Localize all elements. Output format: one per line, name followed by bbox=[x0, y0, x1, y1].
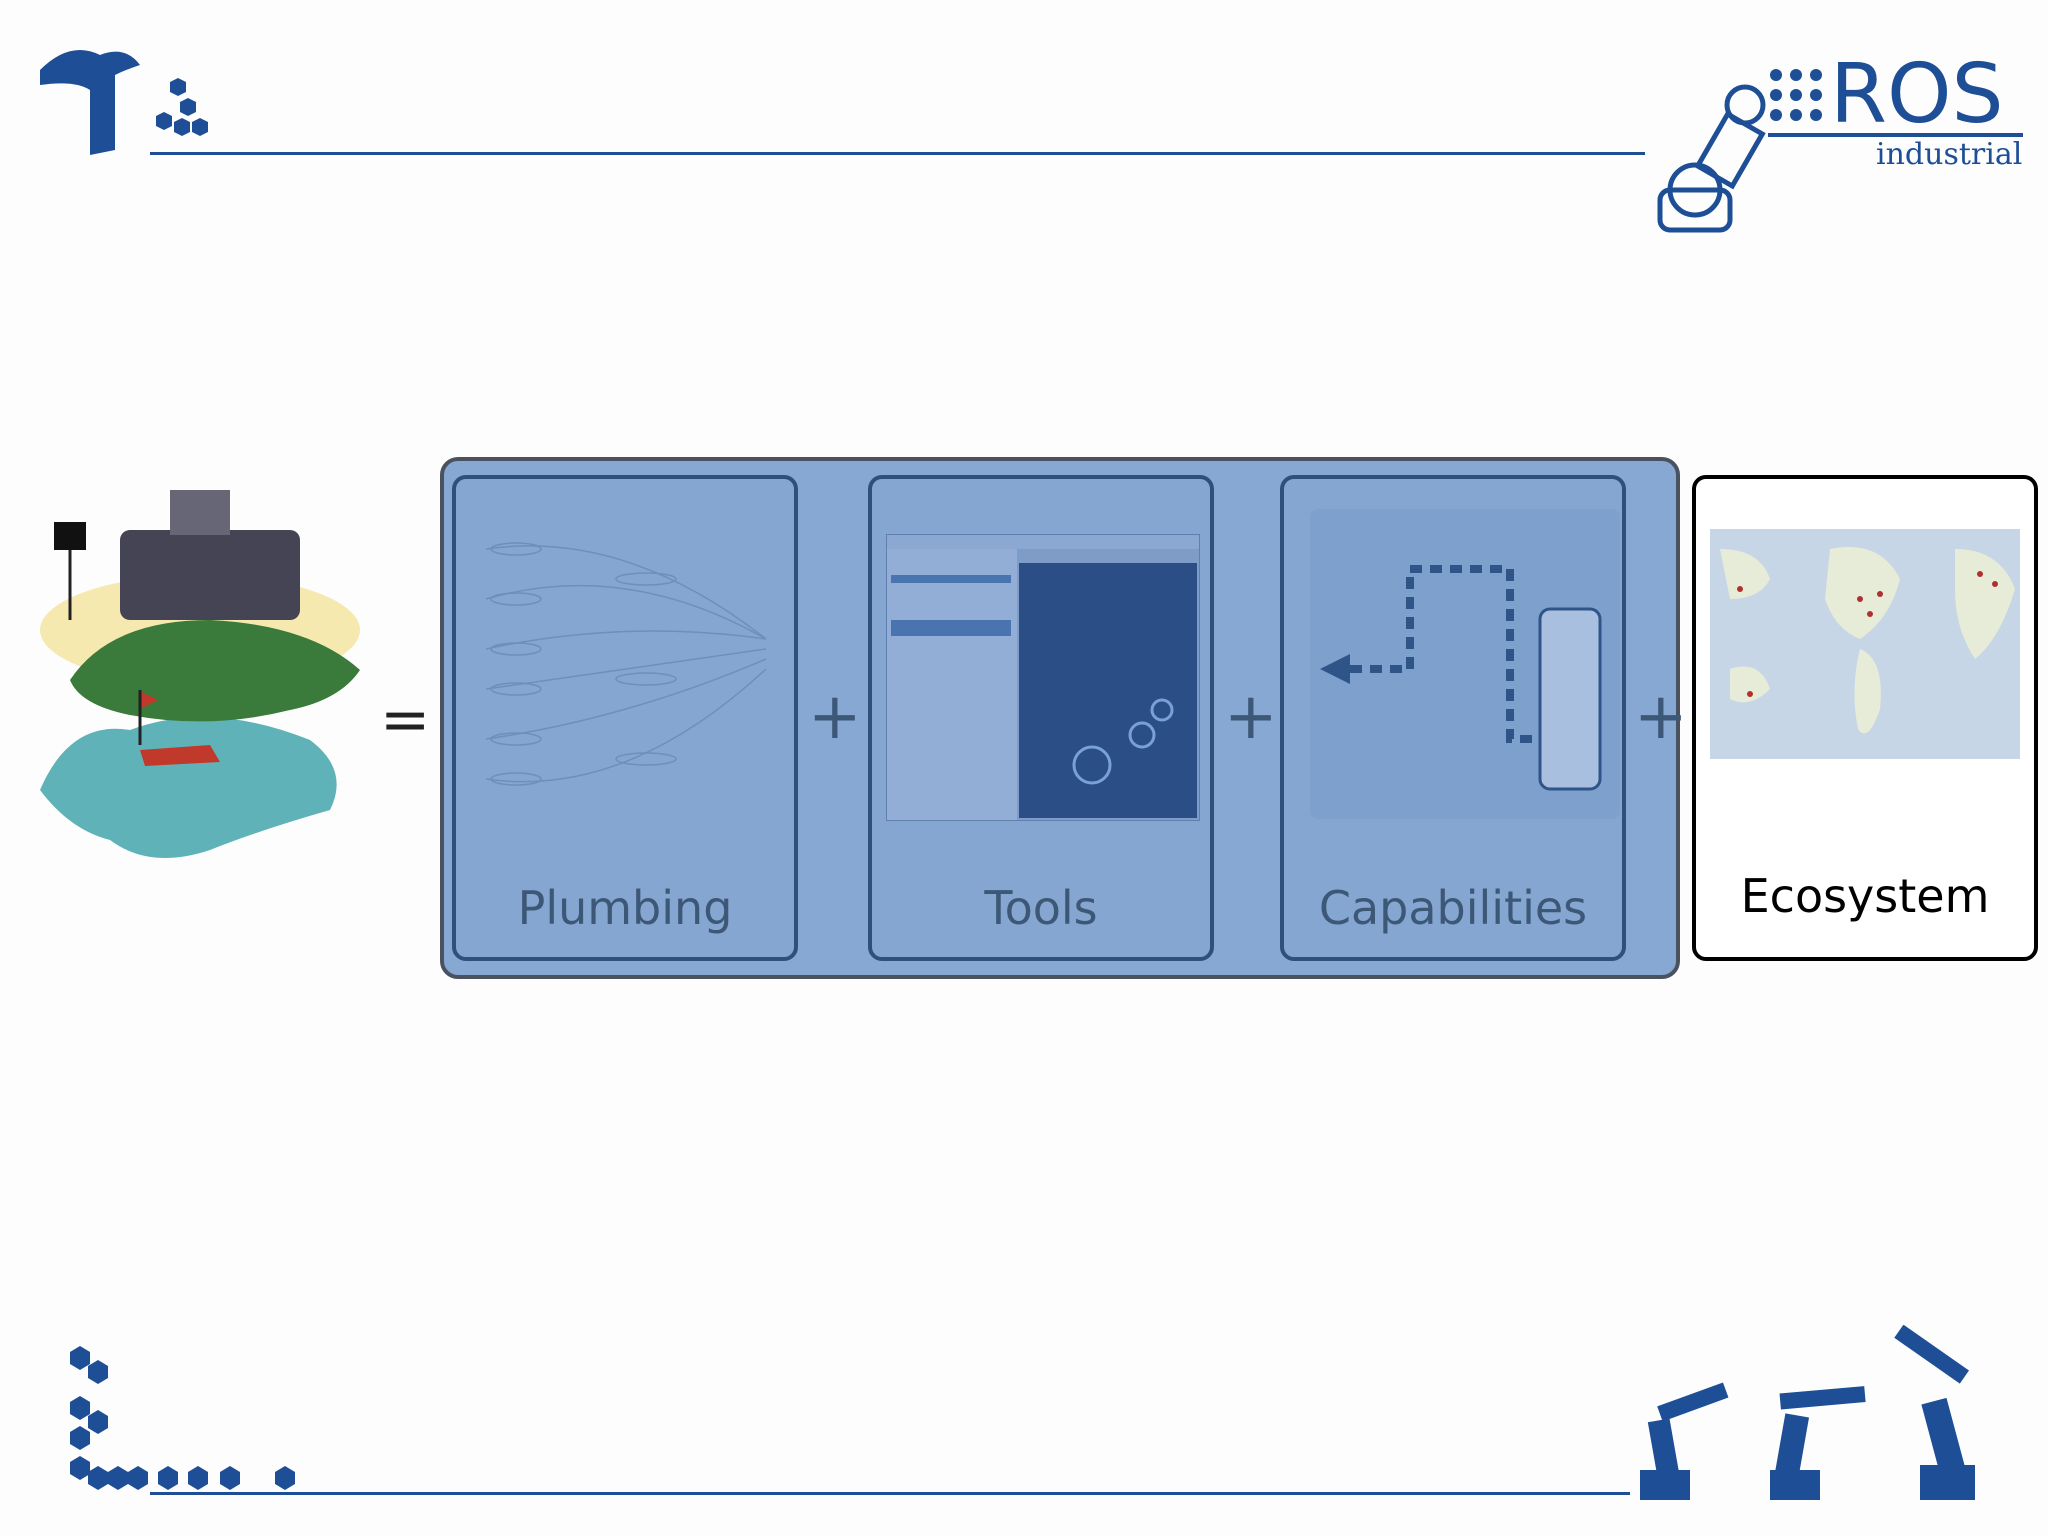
plus-sign-3: + bbox=[1634, 680, 1688, 754]
ros-turtle-illustration bbox=[40, 490, 360, 858]
robot-navigation-image bbox=[1310, 509, 1620, 819]
robot-arm-icon bbox=[1657, 84, 1766, 233]
rviz-screenshot-image bbox=[886, 534, 1200, 821]
capabilities-label: Capabilities bbox=[1318, 881, 1588, 935]
ros-dots-icon bbox=[1768, 65, 1838, 125]
plumbing-label: Plumbing bbox=[517, 881, 733, 935]
industrial-robots-icon bbox=[1640, 1325, 1975, 1500]
plus-sign-1: + bbox=[808, 680, 862, 754]
node-graph-image bbox=[485, 542, 767, 786]
tools-card: Tools bbox=[868, 475, 1214, 961]
ros-industrial-logo: ROS industrial bbox=[1640, 47, 2040, 245]
hexagon-pattern-icon bbox=[70, 1346, 295, 1490]
world-map-image bbox=[1710, 529, 2020, 759]
ecosystem-label: Ecosystem bbox=[1740, 869, 1990, 923]
ros-wordmark-rule bbox=[1768, 133, 2023, 137]
ecosystem-card: Ecosystem bbox=[1692, 475, 2038, 961]
ros-industrial-text: industrial bbox=[1876, 137, 2023, 172]
tools-label: Tools bbox=[984, 881, 1098, 935]
navigation-path-icon bbox=[1320, 565, 1602, 791]
swri-logo-icon bbox=[40, 50, 208, 155]
world-map-icon bbox=[1720, 547, 2015, 734]
header-rule bbox=[150, 152, 1645, 155]
plus-sign-2: + bbox=[1224, 680, 1278, 754]
ros-wordmark: ROS bbox=[1830, 47, 2004, 142]
equals-sign: = bbox=[380, 685, 431, 755]
footer-rule bbox=[150, 1492, 1630, 1495]
plumbing-card: Plumbing bbox=[452, 475, 798, 961]
capabilities-card: Capabilities bbox=[1280, 475, 1626, 961]
